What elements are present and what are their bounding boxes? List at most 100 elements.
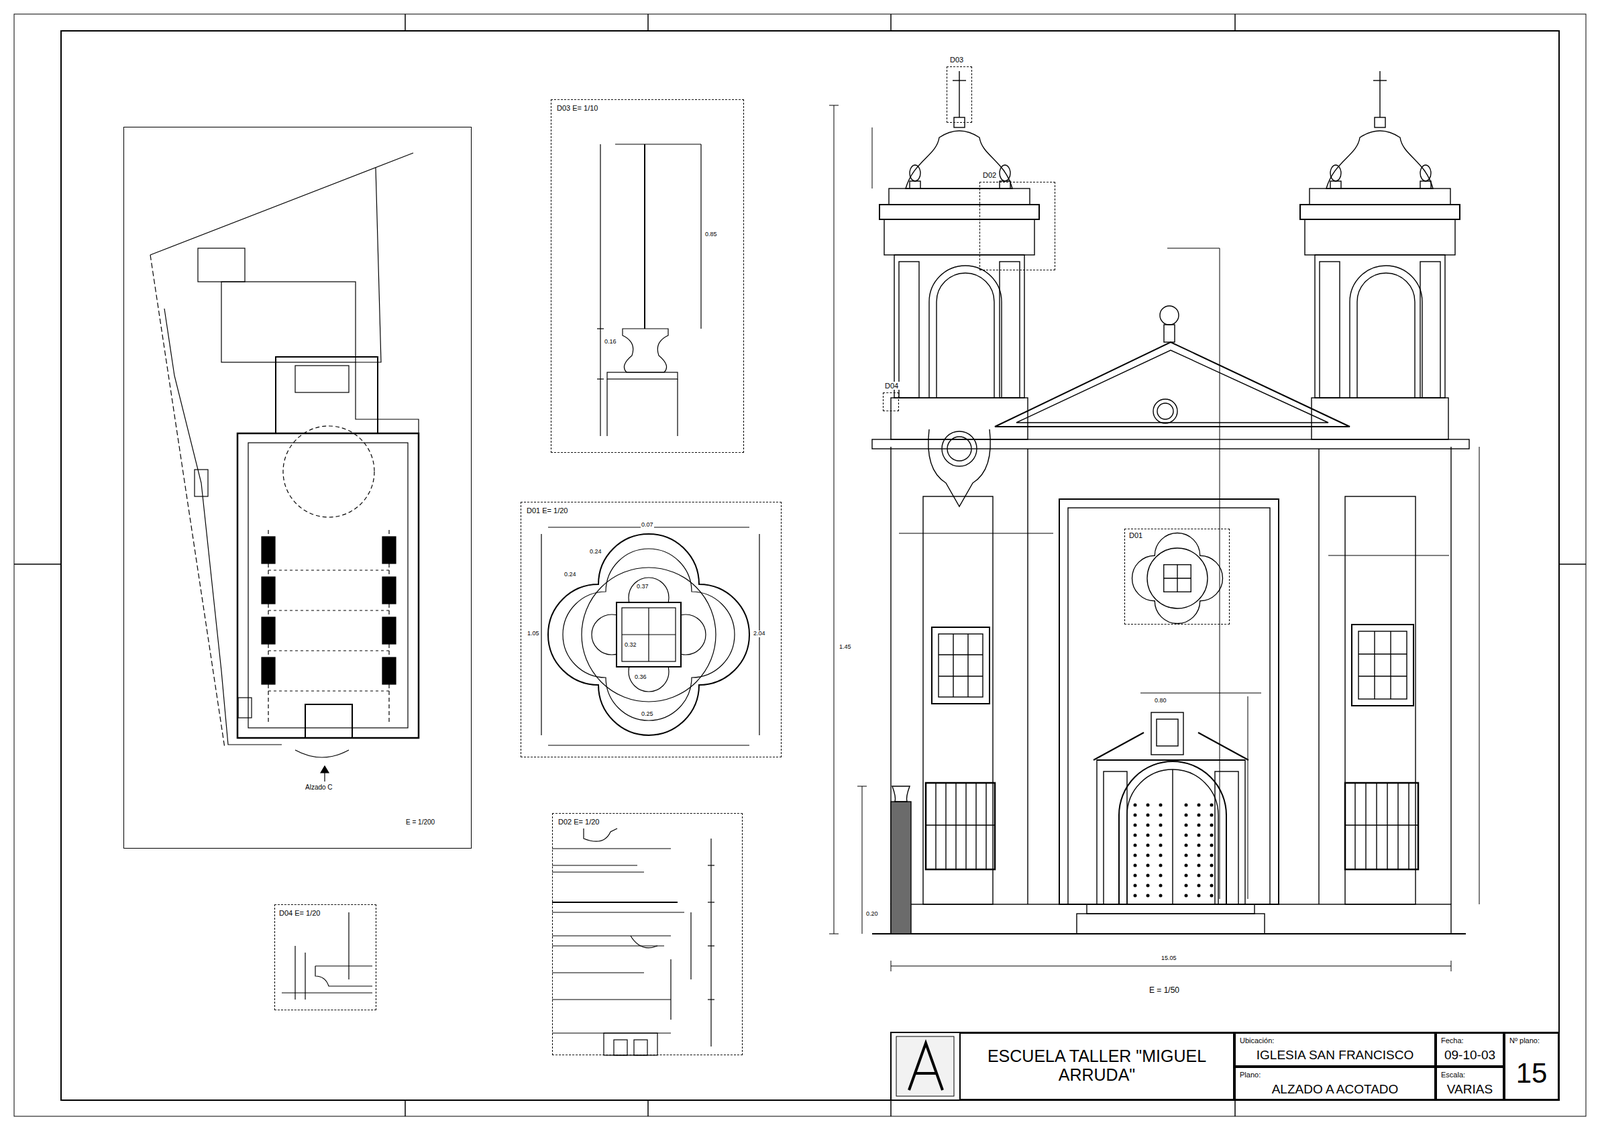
door-stud bbox=[1159, 843, 1163, 848]
door-stud bbox=[1184, 894, 1189, 898]
door-stud bbox=[1146, 854, 1150, 858]
node-text: D03 E= 1/10 bbox=[556, 103, 598, 113]
door-stud bbox=[1197, 854, 1201, 858]
rose-window-detail bbox=[541, 527, 760, 746]
detail-frame: D03 E= 1/10 bbox=[550, 99, 744, 453]
door-stud bbox=[1146, 803, 1150, 808]
door-stud bbox=[1184, 823, 1189, 828]
door-stud bbox=[1210, 864, 1214, 868]
node-text: D02 E= 1/20 bbox=[558, 817, 600, 826]
door-stud bbox=[1159, 864, 1163, 868]
door-stud bbox=[1197, 843, 1201, 848]
node-text: E = 1/200 bbox=[405, 818, 435, 826]
dimension-text: 1.45 bbox=[838, 644, 852, 651]
title-cell: Ubicación:IGLESIA SAN FRANCISCO bbox=[1234, 1032, 1436, 1067]
facade-elevation bbox=[829, 105, 1480, 972]
finial-detail bbox=[597, 144, 702, 437]
door-stud bbox=[1146, 813, 1150, 818]
door-stud bbox=[1133, 864, 1138, 868]
dimension-text: 0.36 bbox=[633, 674, 648, 681]
node-text: Plano: bbox=[1239, 1070, 1261, 1079]
door-stud bbox=[1133, 843, 1138, 848]
door-stud bbox=[1184, 843, 1189, 848]
dimension-text: 1.05 bbox=[526, 630, 541, 638]
door-stud bbox=[1159, 833, 1163, 838]
door-stud bbox=[1159, 813, 1163, 818]
door-stud bbox=[1159, 894, 1163, 898]
door-stud bbox=[1159, 823, 1163, 828]
node-text: D03 bbox=[948, 55, 965, 64]
dimension-text: 0.37 bbox=[635, 583, 650, 591]
door-stud bbox=[1210, 813, 1214, 818]
detail-callout: D02 bbox=[979, 181, 1056, 271]
node-text: Escala: bbox=[1441, 1070, 1466, 1079]
detail-frame: Alzado CE = 1/200 bbox=[123, 126, 472, 849]
node-text: VARIAS bbox=[1436, 1082, 1503, 1097]
door-stud bbox=[1184, 884, 1189, 888]
door-stud bbox=[1146, 843, 1150, 848]
title-cell: Nº plano:15 bbox=[1504, 1032, 1560, 1101]
door-studs bbox=[1133, 803, 1214, 898]
door-stud bbox=[1184, 864, 1189, 868]
bell-tower bbox=[879, 71, 1040, 440]
node-text: D01 bbox=[1127, 531, 1144, 540]
door-stud bbox=[1210, 823, 1214, 828]
door-stud bbox=[1184, 833, 1189, 838]
dimension-text: 0.24 bbox=[563, 571, 577, 579]
dimension-text: 0.80 bbox=[1153, 697, 1168, 705]
door-stud bbox=[1159, 884, 1163, 888]
door-stud bbox=[1133, 823, 1138, 828]
dimension-text: 0.32 bbox=[623, 642, 638, 649]
door-stud bbox=[1146, 884, 1150, 888]
rose-glass bbox=[1163, 564, 1192, 593]
node-text: IGLESIA SAN FRANCISCO bbox=[1235, 1048, 1435, 1063]
door-stud bbox=[1197, 884, 1201, 888]
door-stud bbox=[1210, 854, 1214, 858]
node-text: ESCUELA TALLER "MIGUEL ARRUDA" bbox=[960, 1047, 1234, 1085]
door-stud bbox=[1133, 884, 1138, 888]
node-text: Fecha: bbox=[1441, 1036, 1464, 1045]
title-block bbox=[890, 1032, 1560, 1101]
door-stud bbox=[1146, 874, 1150, 878]
detail-frame: D04 E= 1/20 bbox=[274, 904, 377, 1011]
door-stud bbox=[1197, 894, 1201, 898]
title-cell: ESCUELA TALLER "MIGUEL ARRUDA" bbox=[959, 1032, 1235, 1101]
detail-callout: D03 bbox=[946, 66, 973, 123]
sheet-frame bbox=[14, 14, 1586, 1117]
door-stud bbox=[1146, 864, 1150, 868]
title-cell: Escala: VARIAS bbox=[1435, 1066, 1505, 1101]
door-stud bbox=[1133, 813, 1138, 818]
dimension-text: 0.16 bbox=[603, 338, 618, 346]
door-stud bbox=[1210, 874, 1214, 878]
node-text: 09-10-03 bbox=[1436, 1048, 1503, 1063]
door-stud bbox=[1210, 803, 1214, 808]
door-stud bbox=[1184, 854, 1189, 858]
node-text: D01 E= 1/20 bbox=[526, 506, 568, 515]
door-stud bbox=[1210, 884, 1214, 888]
node-text: ALZADO A ACOTADO bbox=[1235, 1082, 1435, 1097]
door-stud bbox=[1197, 803, 1201, 808]
dimension-text: 15.05 bbox=[1160, 955, 1178, 963]
detail-callout: D04 bbox=[882, 392, 899, 412]
rose-ring bbox=[1147, 548, 1208, 609]
door-stud bbox=[1197, 864, 1201, 868]
dimension-text: 0.24 bbox=[589, 548, 603, 556]
door-stud bbox=[1133, 874, 1138, 878]
title-cell: Plano: ALZADO A ACOTADO bbox=[1234, 1066, 1436, 1101]
door-stud bbox=[1159, 874, 1163, 878]
door-stud bbox=[1159, 854, 1163, 858]
door-stud bbox=[1184, 803, 1189, 808]
door-stud bbox=[1133, 833, 1138, 838]
door-stud bbox=[1197, 874, 1201, 878]
node-text: D04 E= 1/20 bbox=[279, 909, 320, 918]
node-text: D02 bbox=[981, 171, 998, 180]
dimension-text: 2.04 bbox=[752, 630, 767, 638]
detail-frame: D01 E= 1/20 bbox=[520, 501, 782, 758]
door-stud bbox=[1197, 813, 1201, 818]
node-text: 15 bbox=[1505, 1057, 1558, 1089]
door-stud bbox=[1210, 833, 1214, 838]
rose-window bbox=[1132, 533, 1223, 624]
detail-frame: D02 E= 1/20 bbox=[552, 813, 743, 1056]
title-cell: Fecha: 09-10-03 bbox=[1435, 1032, 1505, 1067]
floor-plan bbox=[150, 152, 419, 782]
